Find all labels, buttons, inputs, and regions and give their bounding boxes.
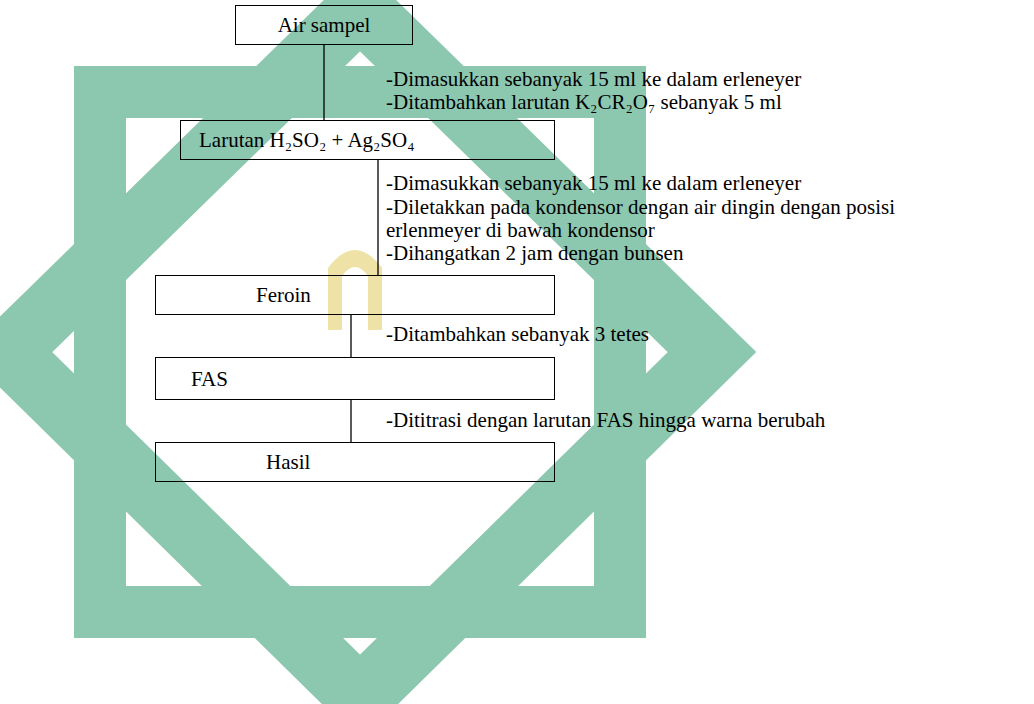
step-note: -Dimasukkan sebanyak 15 ml ke dalam erle… xyxy=(386,68,1026,91)
step-note: -Diletakkan pada kondensor dengan air di… xyxy=(386,196,946,242)
flow-line xyxy=(323,45,324,120)
box-label: Air sampel xyxy=(244,13,404,37)
box-label: Hasil xyxy=(266,450,546,474)
box-label: FAS xyxy=(191,367,546,391)
box-label: Larutan H₂SO₂ + Ag₂SO₄ xyxy=(199,128,546,152)
box-label: Feroin xyxy=(256,283,546,307)
process-box: Larutan H₂SO₂ + Ag₂SO₄ xyxy=(180,120,555,160)
flow-line xyxy=(350,400,351,442)
step-note: -Ditambahkan larutan K₂CR₂O₇ sebanyak 5 … xyxy=(386,91,1026,114)
step-note: -Dimasukkan sebanyak 15 ml ke dalam erle… xyxy=(386,172,1026,195)
watermark-arch xyxy=(328,250,382,330)
flow-line xyxy=(350,315,351,357)
step-note: -Dihangatkan 2 jam dengan bunsen xyxy=(386,242,1026,265)
step-note: -Ditambahkan sebanyak 3 tetes xyxy=(386,323,1026,346)
flow-line xyxy=(377,160,378,275)
process-box: FAS xyxy=(155,357,555,400)
process-box: Air sampel xyxy=(235,5,413,45)
step-note: -Dititrasi dengan larutan FAS hingga war… xyxy=(386,409,1026,432)
process-box: Hasil xyxy=(155,442,555,482)
process-box: Feroin xyxy=(155,275,555,315)
watermark-square xyxy=(100,92,620,612)
